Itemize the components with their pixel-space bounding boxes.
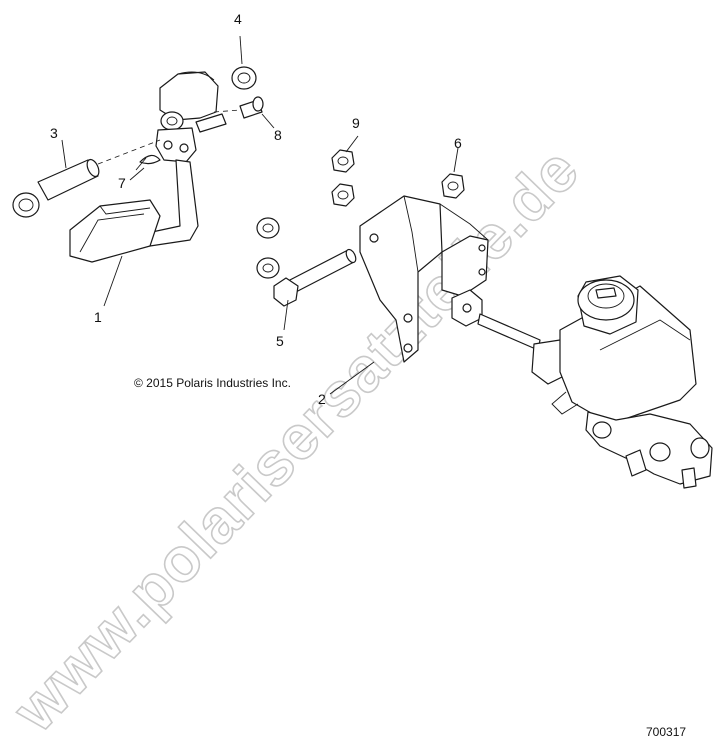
nut-part-6 <box>441 173 465 199</box>
copyright-notice: © 2015 Polaris Industries Inc. <box>134 376 291 390</box>
nut-part-9 <box>331 149 355 207</box>
leader-lines <box>61 35 459 395</box>
callout-5: 5 <box>276 333 284 349</box>
master-cylinder-part <box>451 275 713 489</box>
callout-2: 2 <box>318 391 326 407</box>
bolt-part <box>273 248 357 307</box>
callout-4: 4 <box>234 11 242 27</box>
callout-7: 7 <box>118 175 126 191</box>
callout-6: 6 <box>454 135 462 151</box>
callout-9: 9 <box>352 115 360 131</box>
bushing-part-4 <box>231 66 257 90</box>
drawing-number: 700317 <box>646 725 686 739</box>
cotter-pin-part <box>135 154 161 171</box>
bolt-spacers <box>256 217 280 279</box>
callout-3: 3 <box>50 125 58 141</box>
clevis-pin-part <box>195 96 264 133</box>
callout-1: 1 <box>94 309 102 325</box>
bushing-tube-part <box>12 139 161 218</box>
callout-8: 8 <box>274 127 282 143</box>
mounting-bracket-part <box>359 195 489 363</box>
